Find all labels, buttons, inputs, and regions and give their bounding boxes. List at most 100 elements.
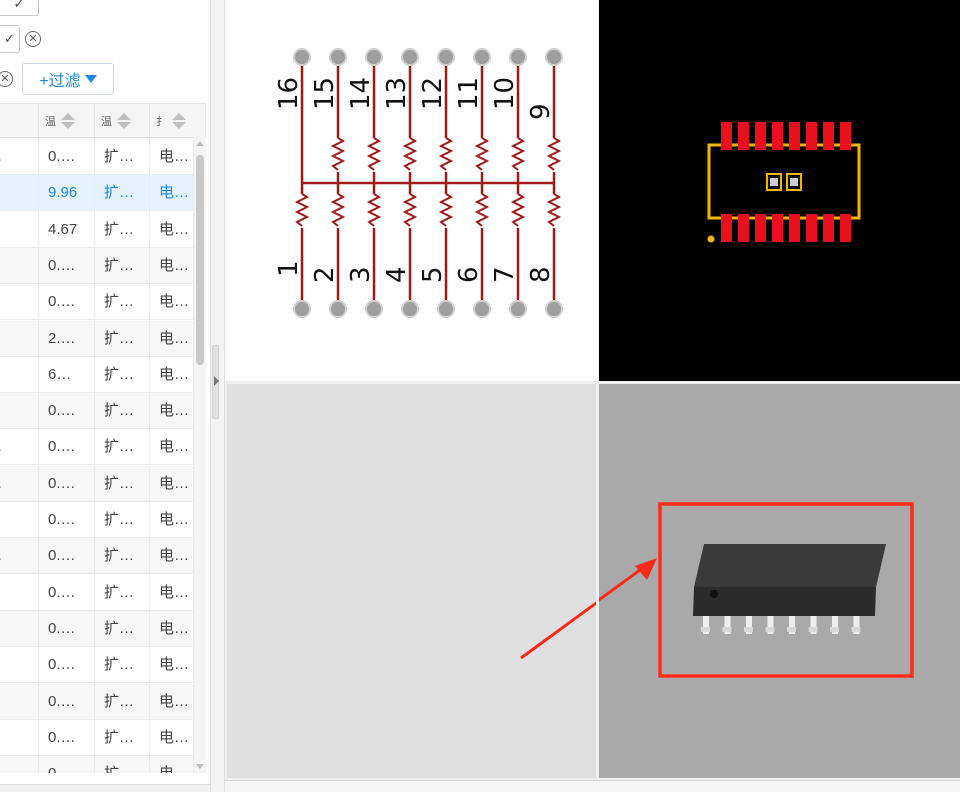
chip-lead-foot [787, 627, 796, 632]
pin-number-label: 16 [274, 77, 304, 110]
chip-lead [724, 616, 731, 634]
table-cell: 6… [39, 356, 95, 393]
table-cell: 电… [150, 465, 194, 502]
table-footer [0, 784, 210, 792]
smd-pad [823, 122, 834, 150]
soic16-footprint [707, 122, 861, 243]
table-cell [0, 756, 39, 773]
table-cell: 扩… [95, 356, 150, 393]
chip-lead-foot [722, 627, 732, 632]
pin-terminal [365, 300, 383, 318]
pin-terminal [509, 48, 527, 66]
scroll-down-icon[interactable] [196, 764, 204, 769]
table-cell: 电… [150, 393, 194, 430]
table-cell: 电… [150, 647, 194, 684]
pin-terminal [401, 48, 419, 66]
table-cell: 0.… [39, 683, 95, 720]
table-cell: 0.… [39, 247, 95, 284]
second-filter-select[interactable]: ✓ [0, 25, 20, 53]
table-row[interactable]: 2…0.…扩…电… [0, 538, 194, 575]
table-row[interactable]: 0.…扩…电… [0, 610, 194, 647]
table-cell [0, 320, 39, 357]
table-cell: -… [0, 393, 39, 430]
sort-icon[interactable] [171, 112, 186, 130]
collapse-arrow-icon[interactable] [214, 376, 219, 386]
table-cell: 0.… [39, 465, 95, 502]
filter-button[interactable]: +过滤 [22, 63, 114, 95]
center-marker [786, 173, 802, 191]
table-cell: 0.… [39, 139, 95, 175]
sort-icon[interactable] [116, 112, 131, 130]
table-row[interactable]: 2.…扩…电… [0, 320, 194, 357]
table-row[interactable]: 2…0.…扩…电… [0, 465, 194, 502]
table-cell: 扩… [95, 683, 150, 720]
column-header[interactable]: 扌 [150, 104, 206, 138]
table-row[interactable]: 0.…扩…电… [0, 574, 194, 611]
table-cell: 0.… [39, 538, 95, 575]
3d-model-preview[interactable] [599, 384, 960, 778]
pin-terminal [473, 48, 491, 66]
pin-terminal [545, 48, 563, 66]
table-row[interactable]: 0.…扩…电… [0, 247, 194, 284]
table-cell [0, 647, 39, 684]
clear-icon[interactable]: ✕ [0, 71, 13, 87]
panel-splitter[interactable] [211, 0, 225, 792]
center-marker [766, 173, 782, 191]
smd-pad [840, 214, 851, 242]
table-cell: 电… [150, 538, 194, 575]
preview-status-bar [225, 780, 960, 792]
empty-preview [227, 384, 600, 778]
table-cell: 扩… [95, 538, 150, 575]
pin-number-label: 10 [490, 77, 520, 110]
table-cell: 4.67 [39, 211, 95, 248]
pin-terminal [437, 300, 455, 318]
pin-terminal [365, 48, 383, 66]
smd-pad [721, 122, 732, 150]
resistor-symbol [546, 193, 562, 227]
resistor-symbol [402, 193, 418, 227]
pin-terminal [329, 300, 347, 318]
table-row[interactable]: 0.…扩…电… [0, 683, 194, 720]
chip-lead [789, 616, 795, 634]
clear-icon[interactable]: ✕ [25, 31, 41, 47]
sort-icon[interactable] [60, 112, 75, 130]
table-cell [0, 574, 39, 611]
resistor-symbol [474, 137, 490, 171]
scroll-up-icon[interactable] [196, 141, 204, 146]
highlight-box [658, 502, 914, 678]
pin-terminal [437, 48, 455, 66]
table-row[interactable]: 506…扩…电… [0, 356, 194, 393]
chip-lead-foot [808, 627, 818, 632]
table-row[interactable]: 2…0.…扩…电… [0, 429, 194, 466]
pin-terminal [329, 48, 347, 66]
table-scrollbar[interactable] [194, 137, 206, 773]
pointer-arrow-tail-layer [520, 599, 600, 660]
smd-pad [806, 122, 817, 150]
resistor-symbol [330, 137, 346, 171]
resistor-symbol [474, 193, 490, 227]
table-row[interactable]: 0.…扩…电… [0, 756, 194, 773]
column-header[interactable] [0, 104, 39, 138]
pin1-dot [707, 235, 715, 243]
table-cell: 电… [150, 719, 194, 756]
top-filter-select[interactable]: ✓ [0, 0, 39, 16]
pin-number-label: 5 [418, 266, 448, 283]
table-row[interactable]: -…0.…扩…电… [0, 393, 194, 430]
table-cell: 扩… [95, 465, 150, 502]
table-row[interactable]: 010.…扩…电… [0, 284, 194, 321]
table-cell: 扩… [95, 211, 150, 248]
pin-number-label: 11 [454, 77, 484, 110]
table-row[interactable]: 2…0.…扩…电… [0, 139, 194, 175]
table-row[interactable]: 0.…扩…电… [0, 719, 194, 756]
pcb-footprint-preview[interactable] [599, 0, 960, 381]
table-row[interactable]: 0.…扩…电… [0, 502, 194, 538]
scrollbar-thumb[interactable] [196, 155, 204, 365]
table-row[interactable]: 0.…扩…电… [0, 647, 194, 684]
column-header[interactable]: 温 [95, 104, 150, 138]
splitter-handle[interactable] [212, 345, 219, 419]
column-header[interactable]: 温 [39, 104, 95, 138]
